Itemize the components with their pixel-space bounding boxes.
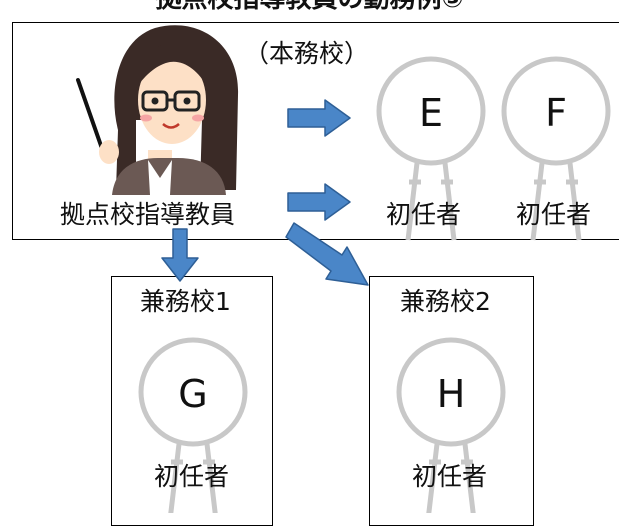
trainee-e-letter: E	[418, 91, 443, 135]
trainee-f-caption: 初任者	[516, 200, 592, 229]
trainee-e-caption: 初任者	[386, 200, 462, 229]
teacher-illustration	[76, 25, 239, 195]
diagram-graphics	[76, 25, 611, 513]
diagram-title: 拠点校指導教員の勤務例③	[0, 0, 619, 12]
arrow-to-sub-school-2-icon	[285, 222, 369, 286]
trainee-figure-f	[501, 56, 611, 241]
trainee-h-caption: 初任者	[412, 462, 488, 491]
trainee-f-letter: F	[545, 91, 567, 135]
sub-school-2-box	[369, 276, 534, 526]
arrow-to-sub-school-1-icon	[161, 228, 199, 282]
trainee-figure-e	[376, 56, 486, 241]
sub-school-1-label: 兼務校1	[140, 287, 231, 316]
trainee-g-caption: 初任者	[154, 462, 230, 491]
main-school-label: （本務校）	[244, 39, 370, 68]
trainee-figure-g	[138, 337, 248, 513]
teacher-caption: 拠点校指導教員	[60, 200, 236, 229]
trainee-h-letter: H	[436, 372, 466, 416]
sub-school-2-label: 兼務校2	[400, 287, 491, 316]
arrow-to-f-icon	[287, 183, 351, 221]
trainee-g-letter: G	[178, 372, 208, 416]
trainee-figure-h	[396, 337, 506, 513]
arrow-to-e-icon	[287, 99, 351, 137]
